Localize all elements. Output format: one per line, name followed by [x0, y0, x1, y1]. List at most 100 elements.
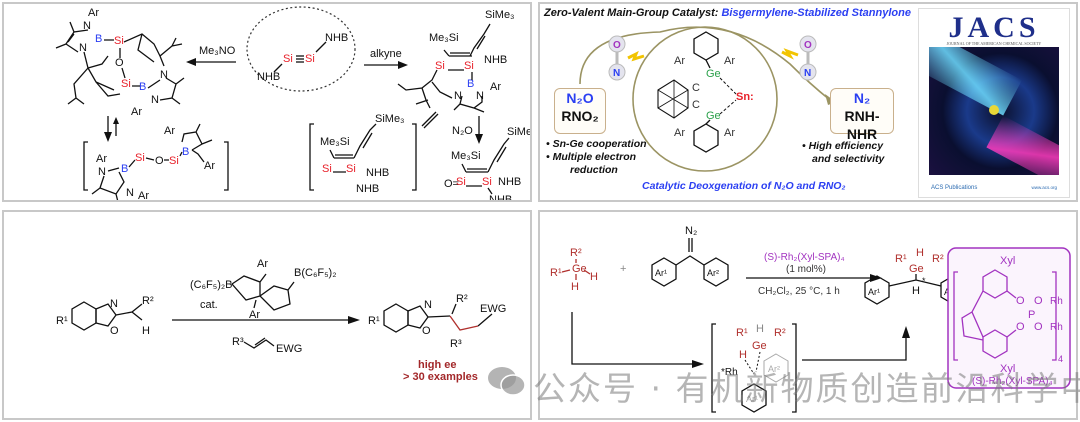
alkene-bonds — [243, 337, 275, 349]
ar1-label: Ar¹ — [868, 287, 880, 297]
cyclic-disiloxane-structure: Ar N B N Si O Si B N N Ar — [55, 7, 185, 118]
alkene-reagent: R³ EWG — [232, 336, 302, 355]
r1-label: R¹ — [368, 315, 380, 327]
bracket-left — [309, 123, 314, 191]
h-label: H — [739, 349, 747, 361]
si-label: Si — [114, 35, 124, 47]
disilacyclobutene-product: SiMe₃ Me₃Si Si Si NHB B N N Ar — [397, 9, 515, 113]
o-label: O — [155, 155, 164, 167]
title-prefix: Zero-Valent Main-Group Catalyst: — [544, 7, 719, 19]
o-label: O — [422, 325, 431, 337]
n-label: N — [110, 298, 118, 310]
skeletal-bonds — [461, 137, 510, 195]
ar1-label: Ar¹ — [746, 394, 758, 404]
ge-label: Ge — [706, 68, 721, 80]
ar-label: Ar — [96, 153, 107, 165]
result-scope: > 30 examples — [403, 371, 478, 383]
c-label: C — [692, 82, 700, 94]
o-label: O — [1034, 295, 1043, 307]
silanone-product: SiMe₃ Me₃Si O= Si Si NHB NHB — [444, 126, 532, 200]
o-label: O — [1016, 321, 1025, 333]
cover-molecule-center — [989, 105, 999, 115]
r3-label: R³ — [232, 336, 244, 348]
oxazole-ring — [95, 303, 117, 327]
ar-label: Ar — [88, 7, 99, 19]
boron-label: B — [95, 33, 102, 45]
carborane-edges — [657, 80, 689, 118]
disilyne-si-left: Si — [283, 53, 293, 65]
rh-catalyst-structure: Xyl Xyl O O P O O Rh Rh 4 (S)-Rh₂(Xyl-SP… — [947, 247, 1071, 389]
skeletal-bonds — [397, 23, 491, 113]
catalyst-caption: (S)-Rh₂(Xyl-SPA)₄ — [972, 376, 1053, 387]
transition-state: R¹ H R² Ge H *Rh Ar² Ar¹ — [711, 323, 797, 413]
c-label: C — [692, 99, 700, 111]
lightning-icon — [781, 48, 799, 60]
frustrated-lewis-pair-scheme: R¹ N O R² H (C₆F₅)₂B cat. Ar Ar B(C₆F₅)₂… — [56, 258, 506, 383]
ge-label: Ge — [909, 263, 924, 275]
bracket-left — [711, 323, 716, 413]
rh-label: *Rh — [721, 367, 738, 378]
n-label: N — [160, 69, 168, 81]
ar-label: Ar — [164, 125, 175, 137]
wechat-icon — [488, 367, 526, 396]
h-label: H — [590, 271, 598, 283]
publisher-url: www.acs.org — [1031, 185, 1057, 190]
aryl-ring-bottom — [693, 123, 719, 153]
n2-label: N₂ — [685, 225, 697, 237]
ar-label: Ar — [257, 258, 268, 270]
journal-subtitle: JOURNAL OF THE AMERICAN CHEMICAL SOCIETY — [946, 41, 1042, 46]
r2-label: R² — [932, 253, 944, 265]
sime3-label: SiMe₃ — [507, 126, 532, 138]
lightning-icon — [627, 50, 645, 62]
product-hydrazine: RNH-NHR — [844, 108, 880, 142]
disilyne-highlight-ellipse — [246, 6, 356, 92]
ar-label: Ar — [674, 55, 685, 67]
si-h-insertion-scheme: R² Ge R¹ H H + N₂ Ar¹ Ar² (S)-Rh₂(Xyl-SP… — [550, 225, 1071, 413]
n-label: N — [454, 90, 462, 102]
product-box: N₂ RNH-NHR — [830, 88, 894, 142]
oxygen-ball — [799, 35, 817, 53]
benzoxazole-substrate: R¹ N O R² H — [56, 295, 154, 337]
cover-light-beam — [986, 115, 1059, 175]
xyl-label: Xyl — [1000, 363, 1015, 375]
n-label: N — [79, 42, 87, 54]
reagent-n2o: N₂O — [452, 125, 473, 137]
me3si-label: Me₃Si — [320, 136, 350, 148]
bond — [705, 59, 711, 69]
substrate-n2o: N₂O — [566, 90, 594, 106]
aryl-ring-top — [693, 31, 719, 61]
bullet-item: • High efficiency — [802, 140, 884, 152]
h-label: H — [912, 285, 920, 297]
substrate-rno2: RNO₂ — [561, 108, 599, 124]
catalyst-circle — [632, 26, 778, 172]
catalyst-label: cat. — [200, 299, 218, 311]
h-label: H — [142, 325, 150, 337]
skeletal-bonds — [329, 123, 377, 173]
benzene-ring — [383, 303, 409, 333]
aryl-ring — [982, 269, 1008, 299]
right-bullets: • High efficiency and selectivity — [802, 140, 884, 166]
stannylone-structure: Ar Ar Ar Ar Ge Ge Sn: C C — [657, 31, 754, 153]
h-label: H — [756, 323, 764, 335]
subscript-4: 4 — [1058, 354, 1063, 364]
panel-rh-carbene-insertion: R² Ge R¹ H H + N₂ Ar¹ Ar² (S)-Rh₂(Xyl-SP… — [538, 210, 1078, 420]
reagent-me3no: Me₃NO — [199, 45, 236, 57]
si-label: Si — [435, 60, 445, 72]
product-n2: N₂ — [853, 90, 871, 106]
brackets — [953, 271, 1057, 361]
n-label: N — [424, 299, 432, 311]
reaction-conditions: CH₂Cl₂, 25 °C, 1 h — [758, 286, 840, 297]
si-label: Si — [456, 176, 466, 188]
cycle-caption: Catalytic Deoxgenation of N₂O and RNO₂ — [642, 180, 846, 192]
nitroso-o-label: O — [613, 40, 621, 51]
journal-cover[interactable]: JACS JOURNAL OF THE AMERICAN CHEMICAL SO… — [918, 8, 1070, 198]
diazo-reactant: N₂ Ar¹ Ar² — [651, 225, 729, 287]
journal-title: JACS — [948, 11, 1040, 44]
n-label: N — [83, 20, 91, 32]
bonds — [115, 303, 143, 321]
nitroso-n-label: N — [804, 68, 811, 79]
r3-label: R³ — [450, 338, 462, 350]
nhb-label: NHB — [356, 183, 379, 195]
aryl-ring-2 — [763, 353, 789, 383]
nhb-label-left: NHB — [257, 71, 280, 83]
